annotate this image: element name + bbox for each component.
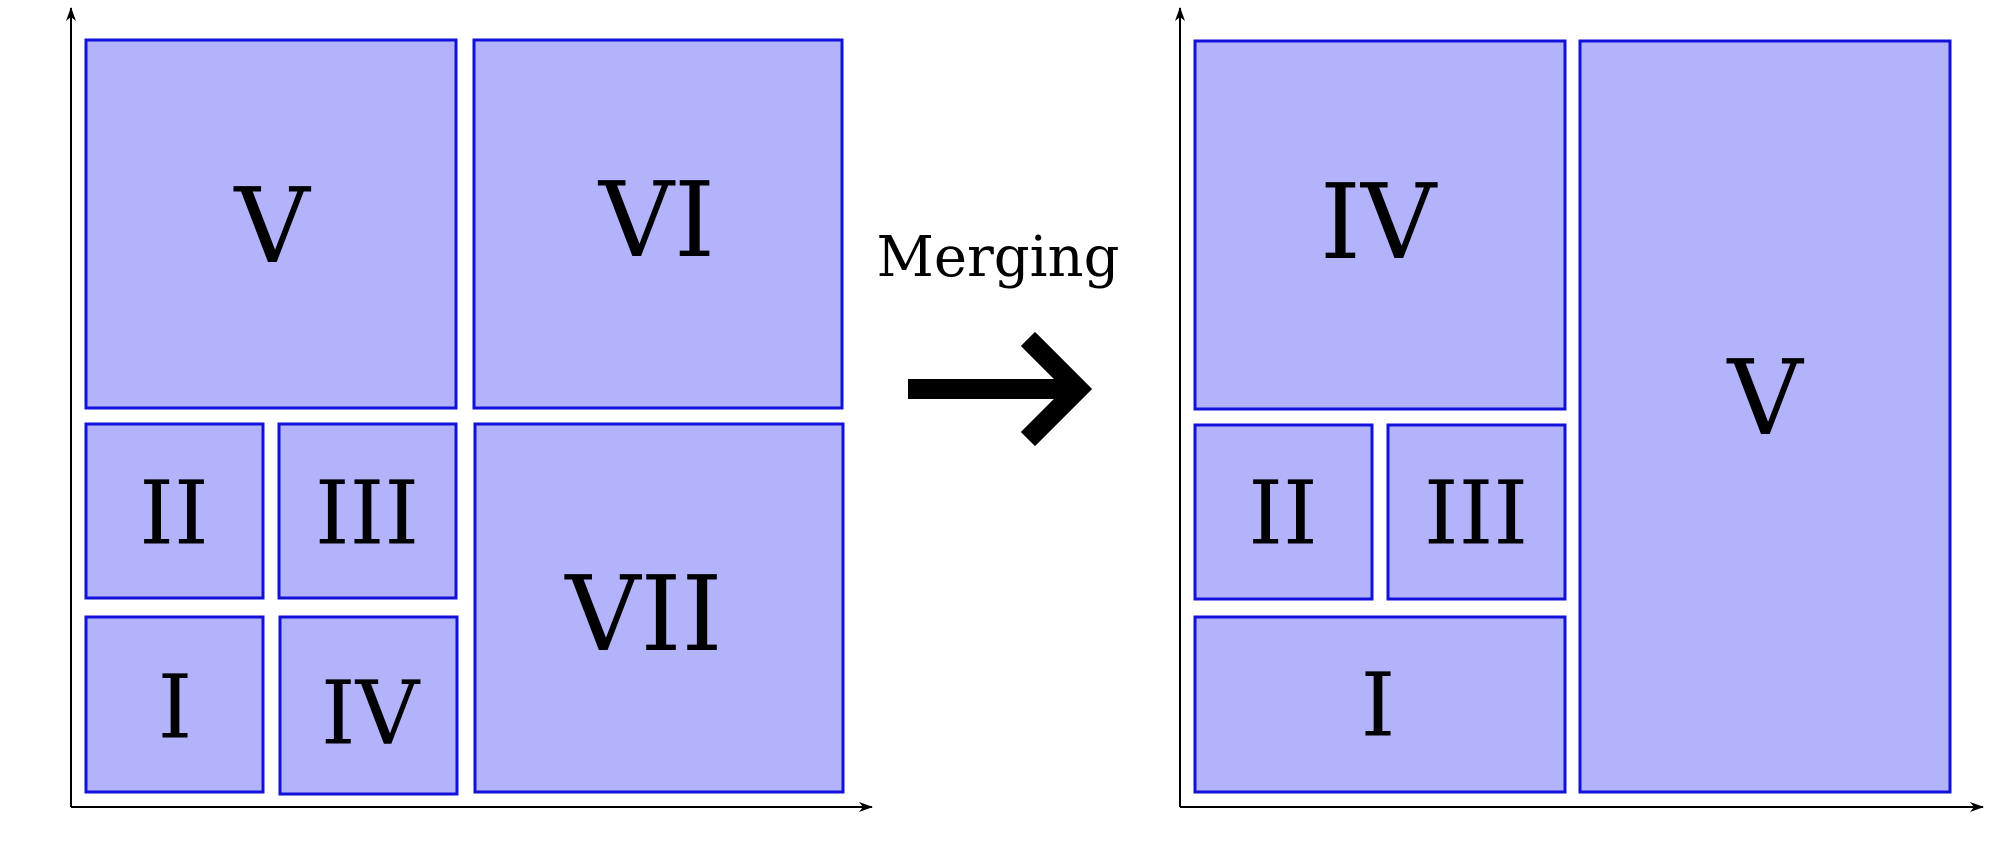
after-region-III: III	[1386, 423, 1567, 601]
merging-label: Merging	[877, 225, 1120, 290]
region-label: IV	[1320, 161, 1438, 283]
before-region-V: V	[84, 38, 458, 410]
region-label: I	[1361, 654, 1396, 757]
before-region-I: I	[84, 615, 265, 794]
after-region-IV: IV	[1193, 39, 1567, 411]
region-label: VII	[563, 553, 722, 675]
after-region-II: II	[1193, 423, 1374, 601]
before-region-VII: VII	[473, 422, 845, 794]
before-panel: V VI II III VII I IV	[66, 7, 873, 812]
region-label: I	[158, 656, 193, 759]
after-panel: IV V II III I	[1175, 7, 1984, 812]
merge-transition: Merging	[877, 225, 1120, 447]
before-region-III: III	[277, 422, 458, 600]
region-label: II	[1248, 462, 1318, 565]
before-region-IV: IV	[278, 615, 459, 796]
region-label: V	[1725, 337, 1804, 459]
region-label: III	[1424, 462, 1528, 565]
region-label: III	[315, 462, 419, 565]
before-region-VI: VI	[472, 38, 844, 410]
region-label: VI	[597, 159, 715, 281]
region-label: IV	[321, 662, 421, 765]
before-region-II: II	[84, 422, 265, 600]
right-arrow-icon	[908, 331, 1093, 447]
region-label: II	[139, 462, 209, 565]
after-region-I: I	[1193, 615, 1567, 794]
after-region-V: V	[1578, 39, 1952, 794]
region-label: V	[232, 165, 311, 287]
